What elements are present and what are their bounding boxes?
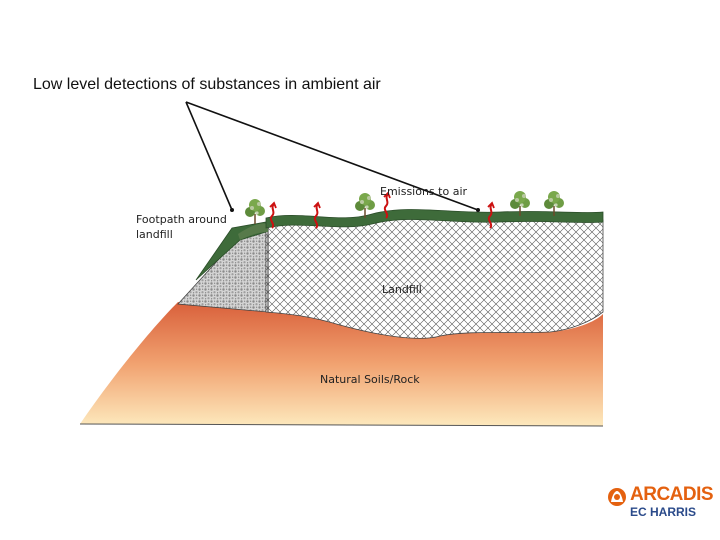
logo-name: ARCADIS xyxy=(630,484,713,506)
pointer-tip-right xyxy=(476,208,480,212)
label-footpath: Footpath around landfill xyxy=(136,212,246,242)
label-natural-soils: Natural Soils/Rock xyxy=(320,372,420,387)
pointer-line-left xyxy=(186,102,232,210)
diagram-title: Low level detections of substances in am… xyxy=(33,76,381,94)
tree-icon xyxy=(245,199,265,224)
arcadis-logo-icon xyxy=(606,486,628,508)
label-landfill: Landfill xyxy=(382,282,422,297)
company-logo: ARCADIS EC HARRIS xyxy=(606,484,716,524)
label-emissions: Emissions to air xyxy=(380,184,467,199)
logo-subtitle: EC HARRIS xyxy=(630,505,696,519)
